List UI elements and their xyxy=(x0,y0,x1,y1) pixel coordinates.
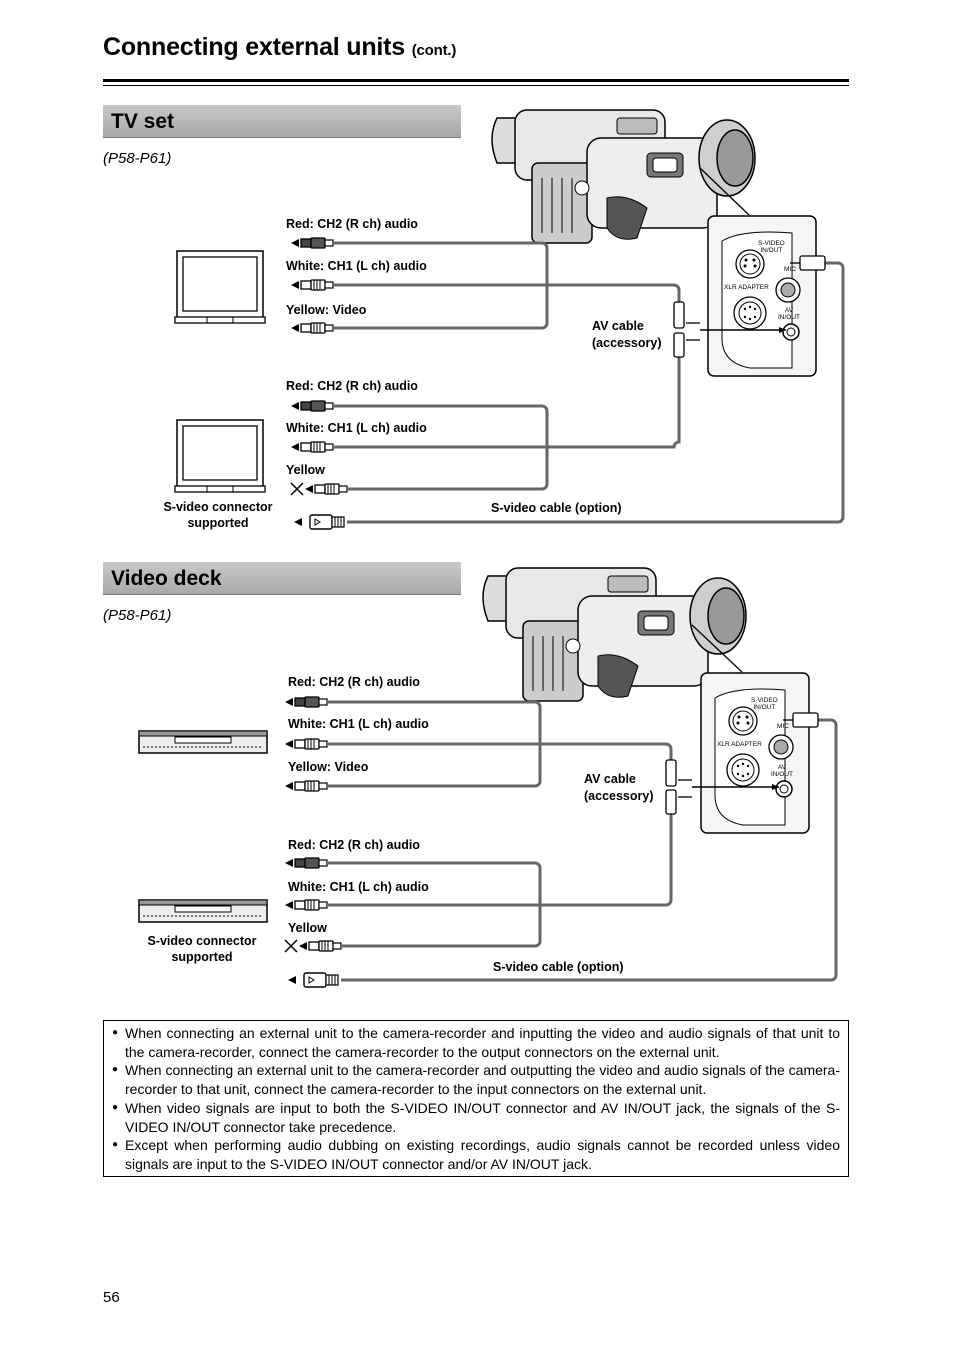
label-white-audio-1: White: CH1 (L ch) audio xyxy=(286,259,427,273)
label-red-audio-1: Red: CH2 (R ch) audio xyxy=(286,217,418,231)
video-deck-av xyxy=(138,730,268,754)
label-av-cable-2: AV cable (accessory) xyxy=(584,772,654,803)
page-title-cont: (cont.) xyxy=(411,42,457,59)
label-svideo-supported-2: S-video connector supported xyxy=(147,934,257,964)
label-yellow-video-2: Yellow: Video xyxy=(288,760,369,774)
label-yellow-video-1: Yellow: Video xyxy=(286,303,367,317)
label-white-audio-2b: White: CH1 (L ch) audio xyxy=(288,880,429,894)
section-ref-video-deck: (P58-P61) xyxy=(103,607,172,624)
label-svideo-cable-2: S-video cable (option) xyxy=(493,960,624,974)
page-number: 56 xyxy=(103,1289,120,1306)
section-heading-tv-set: TV set xyxy=(103,105,461,138)
label-white-audio-2: White: CH1 (L ch) audio xyxy=(288,717,429,731)
notes-box: When connecting an external unit to the … xyxy=(103,1020,849,1177)
label-red-audio-1b: Red: CH2 (R ch) audio xyxy=(286,379,418,393)
note-item: Except when performing audio dubbing on … xyxy=(112,1136,840,1173)
label-yellow-2b: Yellow xyxy=(288,921,327,935)
label-svideo-supported-1: S-video connector supported xyxy=(163,500,273,530)
section-heading-video-deck: Video deck xyxy=(103,562,461,595)
header-rule-thick xyxy=(103,79,849,82)
note-item: When video signals are input to both the… xyxy=(112,1099,840,1136)
page-title-text: Connecting external units xyxy=(103,33,405,61)
note-item: When connecting an external unit to the … xyxy=(112,1024,840,1061)
label-yellow-1b: Yellow xyxy=(286,463,325,477)
label-svideo-cable-1: S-video cable (option) xyxy=(491,501,622,515)
section-ref-tv-set: (P58-P61) xyxy=(103,150,172,167)
header-rule-thin xyxy=(103,85,849,86)
tv-set-svideo xyxy=(174,419,266,493)
label-red-audio-2: Red: CH2 (R ch) audio xyxy=(288,675,420,689)
tv-set-av xyxy=(174,250,266,324)
page-title: Connecting external units (cont.) xyxy=(103,33,456,62)
label-white-audio-1b: White: CH1 (L ch) audio xyxy=(286,421,427,435)
note-item: When connecting an external unit to the … xyxy=(112,1061,840,1098)
label-av-cable-1: AV cable (accessory) xyxy=(592,319,662,350)
video-deck-svideo xyxy=(138,899,268,923)
label-red-audio-2b: Red: CH2 (R ch) audio xyxy=(288,838,420,852)
